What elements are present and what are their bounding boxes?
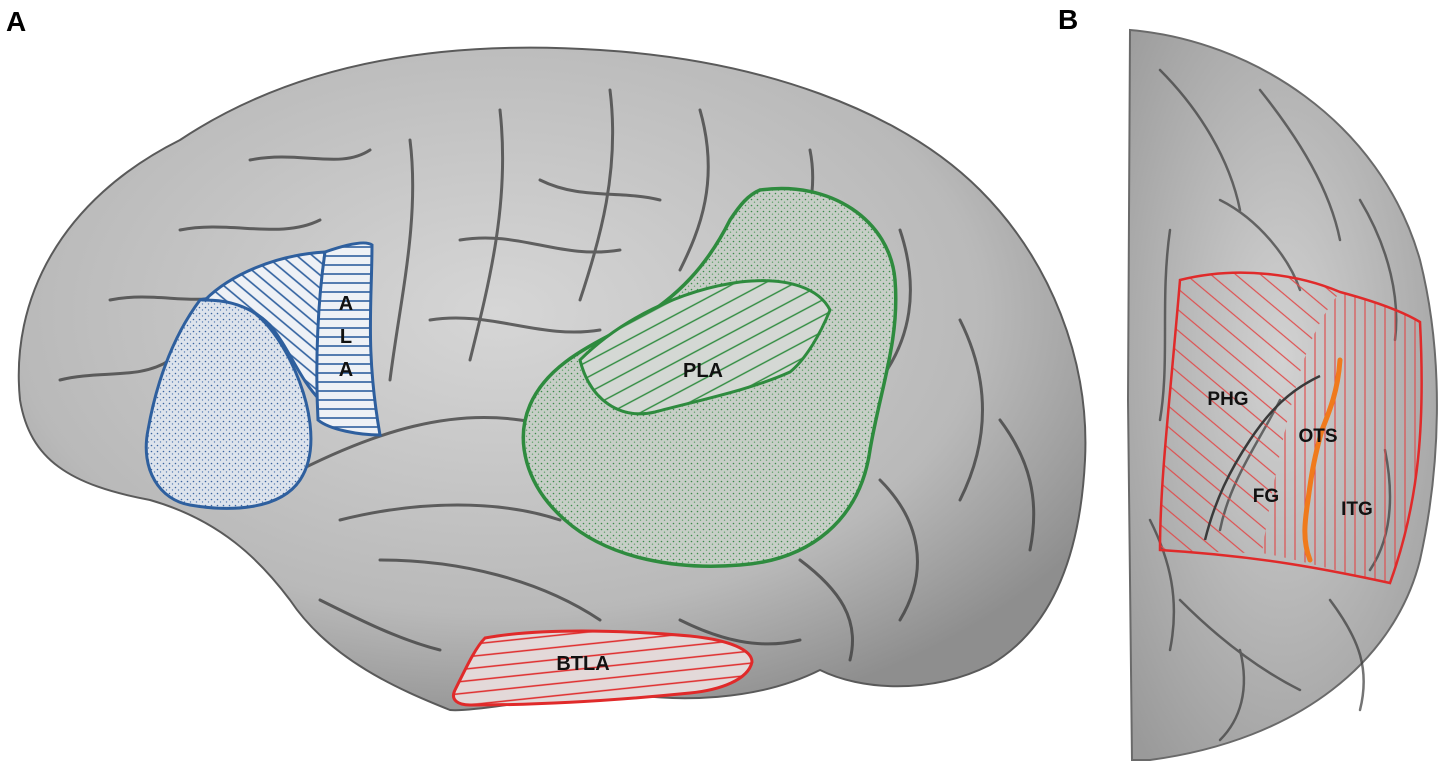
pla-region: PLA <box>521 186 898 568</box>
btla-label: BTLA <box>556 653 609 675</box>
btla-region: BTLA <box>452 629 754 707</box>
btla-hatched-area <box>452 629 754 707</box>
lateral-brain-illustration: A L A PLA BTLA <box>17 46 1087 712</box>
ventral-region-vertical-hatch <box>1262 292 1422 583</box>
collateral-sulcus-line <box>1203 374 1321 541</box>
ots-label: OTS <box>1298 426 1337 447</box>
phg-label: PHG <box>1207 389 1248 410</box>
pla-label: PLA <box>683 360 723 382</box>
panel-a-letter: A <box>6 6 27 37</box>
ots-sulcus-line <box>1302 357 1343 563</box>
itg-label: ITG <box>1341 499 1373 520</box>
ala-region: A L A <box>144 241 382 510</box>
panel-b-letter: B <box>1058 4 1079 35</box>
fg-label: FG <box>1253 486 1279 507</box>
ventral-brain-illustration: PHG OTS FG ITG <box>1126 28 1438 761</box>
ventral-region-outline <box>1158 271 1423 585</box>
ventral-region-diagonal-hatch <box>1160 272 1340 553</box>
ala-label-letter-2: L <box>340 326 352 348</box>
ala-stippled-area <box>144 296 313 510</box>
pla-hatched-area <box>578 279 832 416</box>
ala-label-letter-3: A <box>339 359 353 381</box>
ala-label-letter-1: A <box>339 293 353 315</box>
ala-horizontal-hatch <box>315 241 382 437</box>
